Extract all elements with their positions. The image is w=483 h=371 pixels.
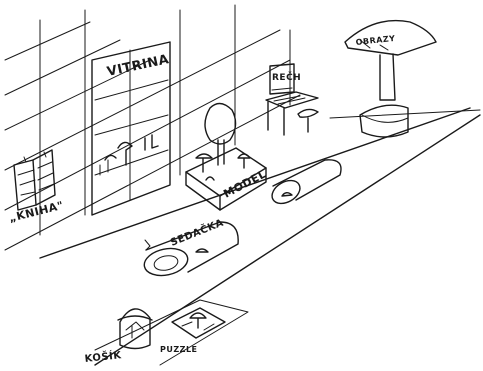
puzzle-label: PUZZLE	[160, 345, 198, 354]
vitrina-label: VITRINA	[106, 52, 171, 80]
sedacka-label: SEDAČKA	[168, 216, 225, 249]
model-exhibit: MODEL	[186, 103, 268, 210]
rech-label: REČH	[272, 71, 301, 83]
kosik-label: KOŠÍK	[84, 348, 123, 365]
kosik-basket: KOŠÍK	[84, 309, 152, 365]
vitrina-display-case: VITRINA	[92, 42, 171, 215]
floor-lines	[40, 108, 480, 365]
obrazy-lamp: OBRAZY	[345, 21, 436, 137]
round-cushion	[268, 160, 341, 208]
obrazy-label: OBRAZY	[355, 34, 396, 47]
sedacka-seat: SEDAČKA	[142, 216, 238, 280]
book-exhibit: „KNIHA"	[8, 150, 65, 225]
